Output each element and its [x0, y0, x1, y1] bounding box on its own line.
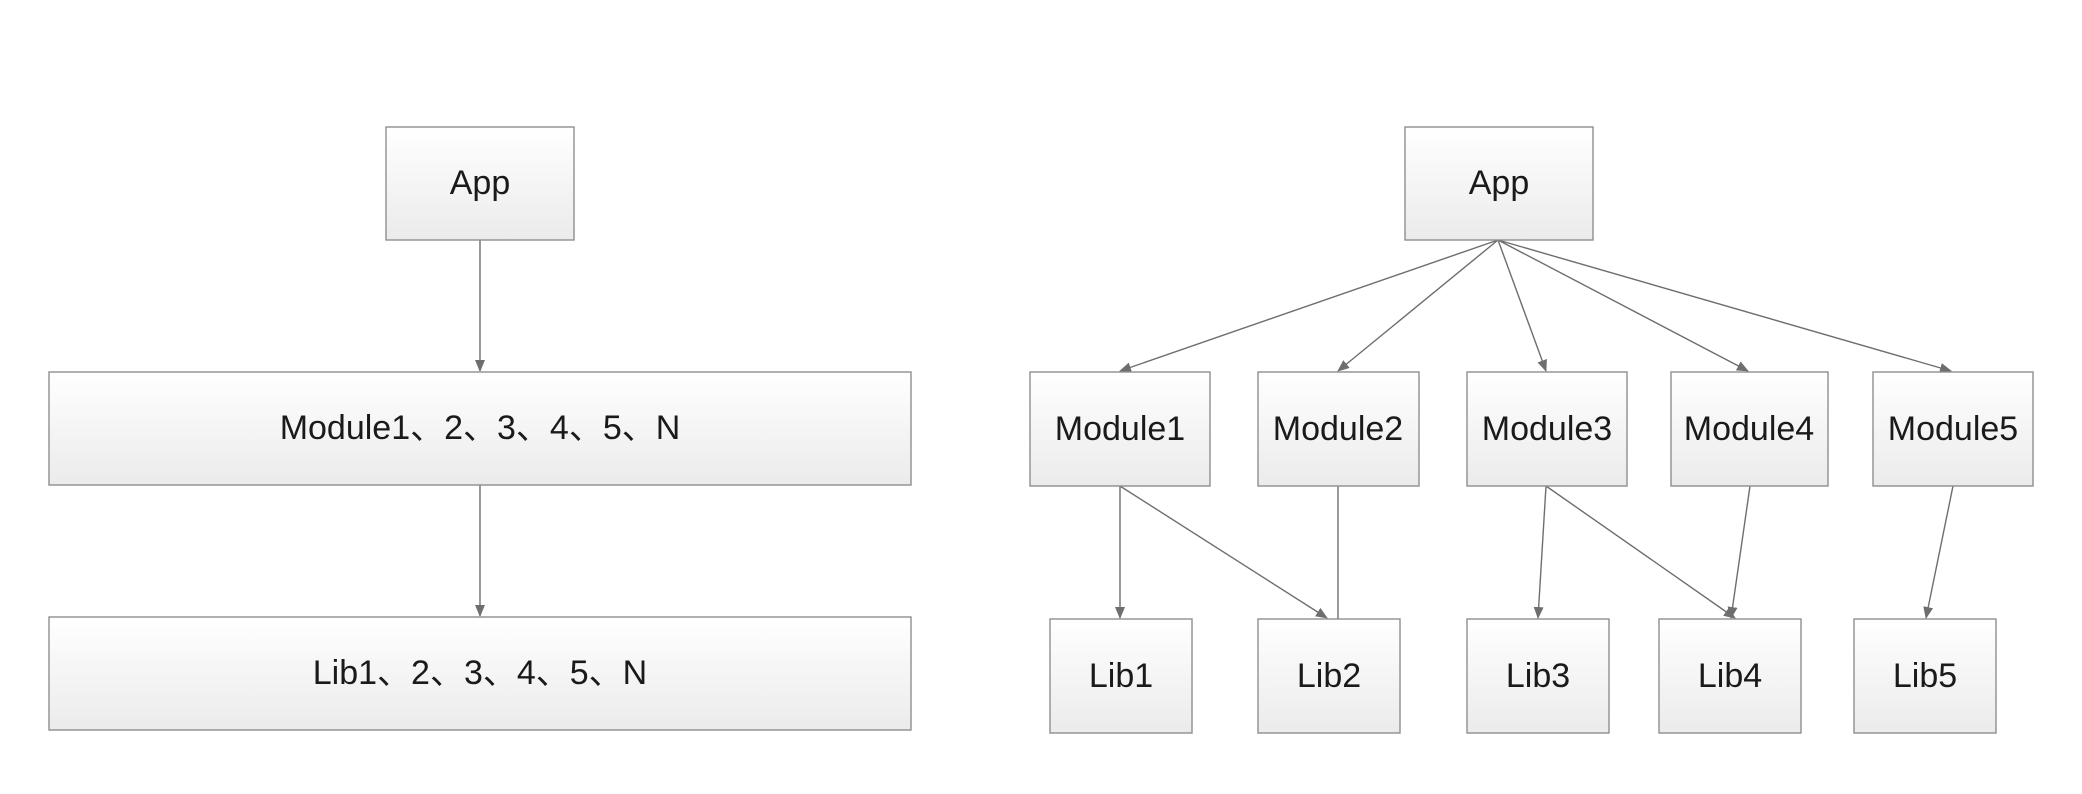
left-libs-label: Lib1、2、3、4、5、N [313, 654, 647, 692]
right-app-box: App [1404, 126, 1594, 241]
edge-app-to-module3 [1497, 239, 1547, 372]
module3-label: Module3 [1482, 410, 1612, 448]
edge-app-to-module4 [1497, 239, 1749, 372]
edge-module1-to-lib2 [1119, 485, 1328, 619]
module1-box: Module1 [1029, 371, 1211, 487]
module4-label: Module4 [1684, 410, 1814, 448]
module4-box: Module4 [1670, 371, 1829, 487]
module5-box: Module5 [1872, 371, 2034, 487]
module3-box: Module3 [1466, 371, 1628, 487]
lib4-box: Lib4 [1658, 618, 1802, 734]
right-diagram: App Module1 Module2 Module3 Module4 Modu… [1029, 126, 2034, 734]
lib1-box: Lib1 [1049, 618, 1193, 734]
right-app-label: App [1469, 164, 1530, 202]
edge-app-to-module1 [1119, 239, 1499, 373]
module1-label: Module1 [1055, 410, 1185, 448]
lib2-label: Lib2 [1297, 657, 1361, 695]
lib4-label: Lib4 [1698, 657, 1762, 695]
left-modules-label: Module1、2、3、4、5、N [280, 409, 681, 447]
edge-module3-to-lib4 [1545, 485, 1736, 619]
left-libs-box: Lib1、2、3、4、5、N [48, 616, 912, 731]
left-diagram: App Module1、2、3、4、5、N Lib1、2、3、4、5、N [48, 126, 912, 731]
lib3-label: Lib3 [1506, 657, 1570, 695]
lib2-box: Lib2 [1257, 618, 1401, 734]
lib5-box: Lib5 [1853, 618, 1997, 734]
left-app-box: App [385, 126, 575, 241]
module5-label: Module5 [1888, 410, 2018, 448]
edge-module3-to-lib3 [1533, 485, 1547, 619]
edge-app-to-module2 [1337, 239, 1499, 372]
module2-label: Module2 [1273, 410, 1403, 448]
edge-app-to-module5 [1497, 239, 1952, 373]
edge-module5-to-lib5 [1923, 485, 1954, 619]
left-modules-box: Module1、2、3、4、5、N [48, 371, 912, 486]
lib3-box: Lib3 [1466, 618, 1610, 734]
lib5-label: Lib5 [1893, 657, 1957, 695]
left-app-label: App [450, 164, 511, 202]
module2-box: Module2 [1257, 371, 1420, 487]
edge-module4-to-lib4 [1727, 485, 1751, 619]
lib1-label: Lib1 [1089, 657, 1153, 695]
